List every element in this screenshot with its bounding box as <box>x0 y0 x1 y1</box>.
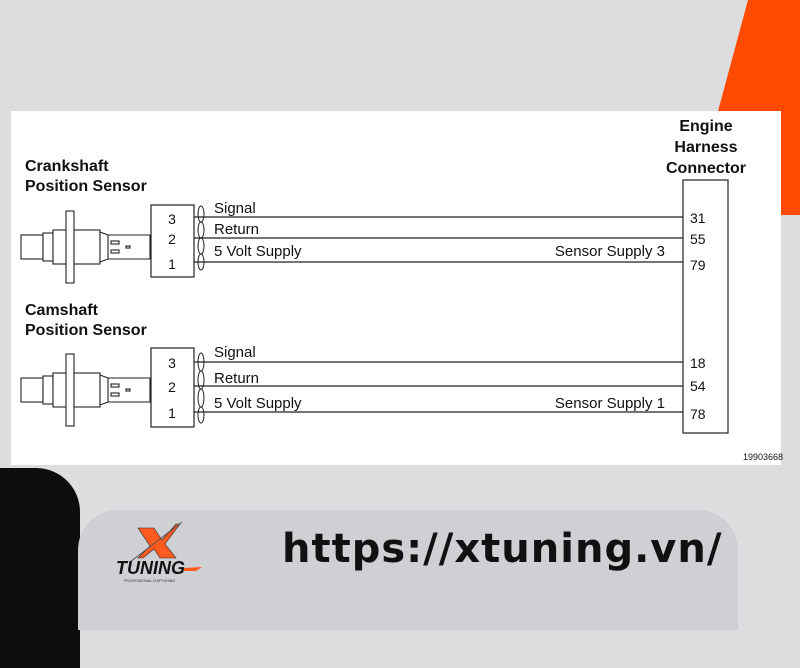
crank-wire-label-return: Return <box>214 221 259 238</box>
harness-pin-55: 55 <box>690 231 706 247</box>
crank-title-line-2: Position Sensor <box>25 178 147 195</box>
cam-pin-2: 2 <box>168 379 176 395</box>
cam-title-line-2: Position Sensor <box>25 322 147 339</box>
crank-supply-label: Sensor Supply 3 <box>555 243 665 260</box>
cam-wire-label-signal: Signal <box>214 344 256 361</box>
diagram-card <box>11 111 781 465</box>
crank-pin-2: 2 <box>168 231 176 247</box>
cam-supply-label: Sensor Supply 1 <box>555 395 665 412</box>
cam-pin-1: 1 <box>168 405 176 421</box>
black-decor-tab <box>0 468 80 668</box>
crank-pin-1: 1 <box>168 256 176 272</box>
connector-title-line-1: Engine <box>679 118 732 135</box>
harness-pin-79: 79 <box>690 257 706 273</box>
crank-wire-label-signal: Signal <box>214 200 256 217</box>
logo-text: TUNING <box>116 558 185 578</box>
crank-wire-label-supply: 5 Volt Supply <box>214 243 302 260</box>
crankshaft-sensor-icon <box>20 210 151 284</box>
connector-title-line-2: Harness <box>674 139 737 156</box>
wiring-diagram: Engine Harness Connector Crankshaft Posi… <box>20 118 783 462</box>
cam-wire-label-return: Return <box>214 370 259 387</box>
harness-pin-18: 18 <box>690 355 706 371</box>
cam-title-line-1: Camshaft <box>25 302 99 319</box>
camshaft-sensor-icon <box>20 353 151 427</box>
harness-connector-box <box>682 179 729 434</box>
cam-sensor-connector <box>150 347 195 428</box>
xtuning-logo: TUNING PROFESSIONAL CHIPTUNING <box>116 521 202 583</box>
cam-wire-label-supply: 5 Volt Supply <box>214 395 302 412</box>
logo-tagline: PROFESSIONAL CHIPTUNING <box>124 579 175 583</box>
crank-title-line-1: Crankshaft <box>25 158 109 175</box>
website-url[interactable]: https://xtuning.vn/ <box>282 526 723 572</box>
crank-sensor-connector <box>150 204 195 278</box>
harness-pin-54: 54 <box>690 378 706 394</box>
connector-title-line-3: Connector <box>666 160 746 177</box>
cam-pin-3: 3 <box>168 355 176 371</box>
figure-code: 19903668 <box>743 452 783 462</box>
harness-pin-78: 78 <box>690 406 706 422</box>
x-logo-icon <box>129 521 183 563</box>
harness-pin-31: 31 <box>690 210 706 226</box>
crank-pin-3: 3 <box>168 211 176 227</box>
